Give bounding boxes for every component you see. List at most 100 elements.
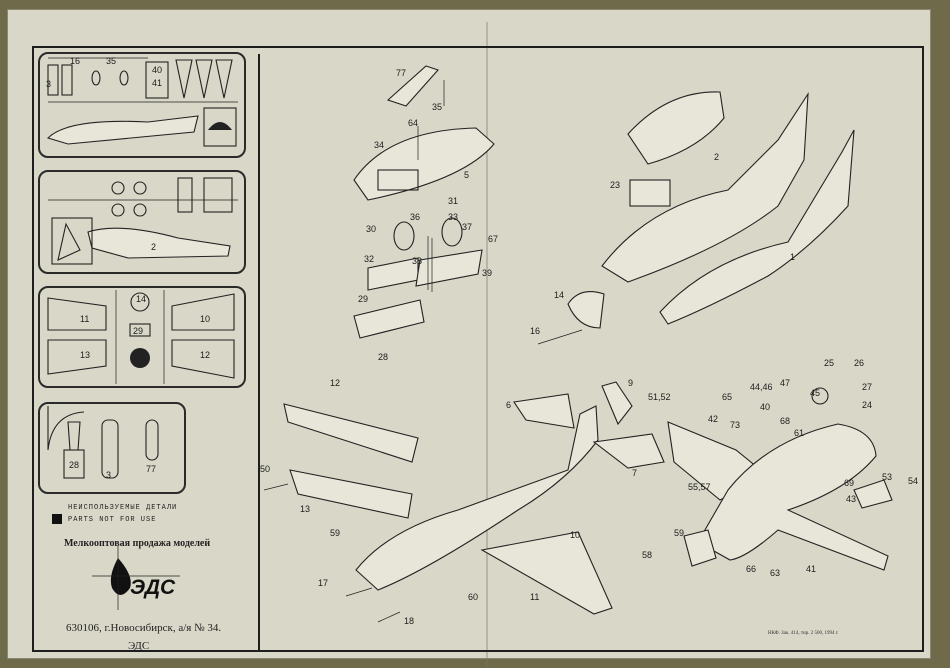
unused-parts-text: НЕИСПОЛЬЗУЕМЫЕ ДЕТАЛИ PARTS NOT FOR USE: [68, 502, 177, 526]
sprue-label: 16: [70, 56, 80, 66]
callout: 24: [862, 400, 872, 410]
unused-parts-en: PARTS NOT FOR USE: [68, 516, 157, 524]
callout: 77: [396, 68, 406, 78]
callout: 31: [448, 196, 458, 206]
callout: 29: [358, 294, 368, 304]
callout: 43: [846, 494, 856, 504]
sheet-frame: [32, 46, 924, 652]
sprue-label: 13: [80, 350, 90, 360]
sprue-c-parts: 11 13 10 12 14 29: [47, 290, 235, 384]
callout: 42: [708, 414, 718, 424]
callout: 1: [790, 252, 795, 262]
underside-assembly: 51,52 25 26 65 44,46 47 45 27 24 42 73 4…: [642, 358, 918, 578]
callout: 5: [464, 170, 469, 180]
callout: 37: [462, 222, 472, 232]
callout: 16: [530, 326, 540, 336]
callout: 7: [632, 468, 637, 478]
callout: 18: [404, 616, 414, 626]
callout: 64: [408, 118, 418, 128]
assembly-drawing: 3 16 35 40 41 2: [46, 56, 918, 626]
callout: 63: [770, 568, 780, 578]
callout: 34: [374, 140, 384, 150]
callout: 35: [432, 102, 442, 112]
sprue-b-parts: 2: [48, 177, 238, 265]
logo-mark: [92, 546, 180, 610]
sprue-label: 14: [136, 294, 146, 304]
sprue-label: 3: [46, 79, 51, 89]
company-address: 630106, г.Новосибирск, а/я № 34.: [66, 622, 222, 634]
callout: 44,46: [750, 382, 773, 392]
callout: 67: [488, 234, 498, 244]
callout: 59: [674, 528, 684, 538]
callout: 47: [780, 378, 790, 388]
callout: 30: [366, 224, 376, 234]
callout: 41: [806, 564, 816, 574]
callout: 10: [570, 530, 580, 540]
callout: 36: [410, 212, 420, 222]
print-run-note: НКФ. Зак. 414, тир. 2 500, 1994 г.: [768, 631, 839, 636]
callout: 65: [722, 392, 732, 402]
sheet-fold: [486, 22, 488, 668]
sprue-label: 10: [200, 314, 210, 324]
sprue-a: [38, 52, 246, 158]
fuselage-assembly: 2 23 1 14 16: [530, 91, 855, 345]
callout: 59: [330, 528, 340, 538]
sprue-label: 35: [106, 56, 116, 66]
callout: 73: [730, 420, 740, 430]
sprue-d: [38, 402, 186, 494]
callout: 69: [844, 478, 854, 488]
callout: 11: [530, 592, 539, 602]
callout: 66: [746, 564, 756, 574]
sprue-label: 3: [106, 470, 111, 480]
callout: 60: [468, 592, 478, 602]
callout: 54: [908, 476, 918, 486]
callout: 38: [412, 256, 422, 266]
company-logo: ЭДС: [130, 576, 176, 599]
callout: 61: [794, 428, 804, 438]
callout: 28: [378, 352, 388, 362]
callout: 2: [714, 152, 719, 162]
sprue-label: 41: [152, 78, 162, 88]
unused-parts-ru: НЕИСПОЛЬЗУЕМЫЕ ДЕТАЛИ: [68, 504, 178, 512]
sprue-label: 29: [133, 326, 143, 336]
cockpit-assembly: 77 35 64 34 5 31 33 30 36 37 67 32 38 39…: [353, 65, 498, 362]
unused-parts-swatch: [52, 514, 62, 524]
sprue-label: 28: [69, 460, 79, 470]
company-title: Мелкооптовая продажа моделей: [64, 538, 211, 549]
callout: 17: [318, 578, 328, 588]
callout: 25: [824, 358, 834, 368]
callout: 9: [628, 378, 633, 388]
column-divider: [258, 54, 260, 650]
callout: 33: [448, 212, 458, 222]
callout: 14: [554, 290, 564, 300]
callout: 27: [862, 382, 872, 392]
callout: 45: [810, 388, 820, 398]
sprue-d-parts: 28 3 77: [47, 406, 159, 480]
callout: 51,52: [648, 392, 671, 402]
sprue-label: 12: [200, 350, 210, 360]
callout: 32: [364, 254, 374, 264]
callout: 39: [482, 268, 492, 278]
sprue-label: 77: [146, 464, 156, 474]
callout: 53: [882, 472, 892, 482]
callout: 23: [610, 180, 620, 190]
callout: 6: [506, 400, 511, 410]
unused-parts-note: НЕИСПОЛЬЗУЕМЫЕ ДЕТАЛИ PARTS NOT FOR USE: [52, 502, 177, 526]
sprue-label: 40: [152, 65, 162, 75]
callout: 50: [260, 464, 270, 474]
sprue-label: 2: [151, 242, 156, 252]
callout: 58: [642, 550, 652, 560]
sprue-b: [38, 170, 246, 274]
callout: 13: [300, 504, 310, 514]
sprue-a-parts: 3 16 35 40 41: [46, 56, 238, 147]
company-short-name: ЭДС: [128, 640, 150, 652]
sprue-label: 11: [80, 314, 89, 324]
callout: 55,57: [688, 482, 711, 492]
instruction-sheet: 3 16 35 40 41 2: [8, 10, 930, 668]
wing-assembly: 12 50 13 59 17 18 60 6 9 7 10 11: [260, 378, 665, 626]
callout: 40: [760, 402, 770, 412]
callout: 68: [780, 416, 790, 426]
callout: 12: [330, 378, 340, 388]
sprue-c: [38, 286, 246, 388]
callout: 26: [854, 358, 864, 368]
